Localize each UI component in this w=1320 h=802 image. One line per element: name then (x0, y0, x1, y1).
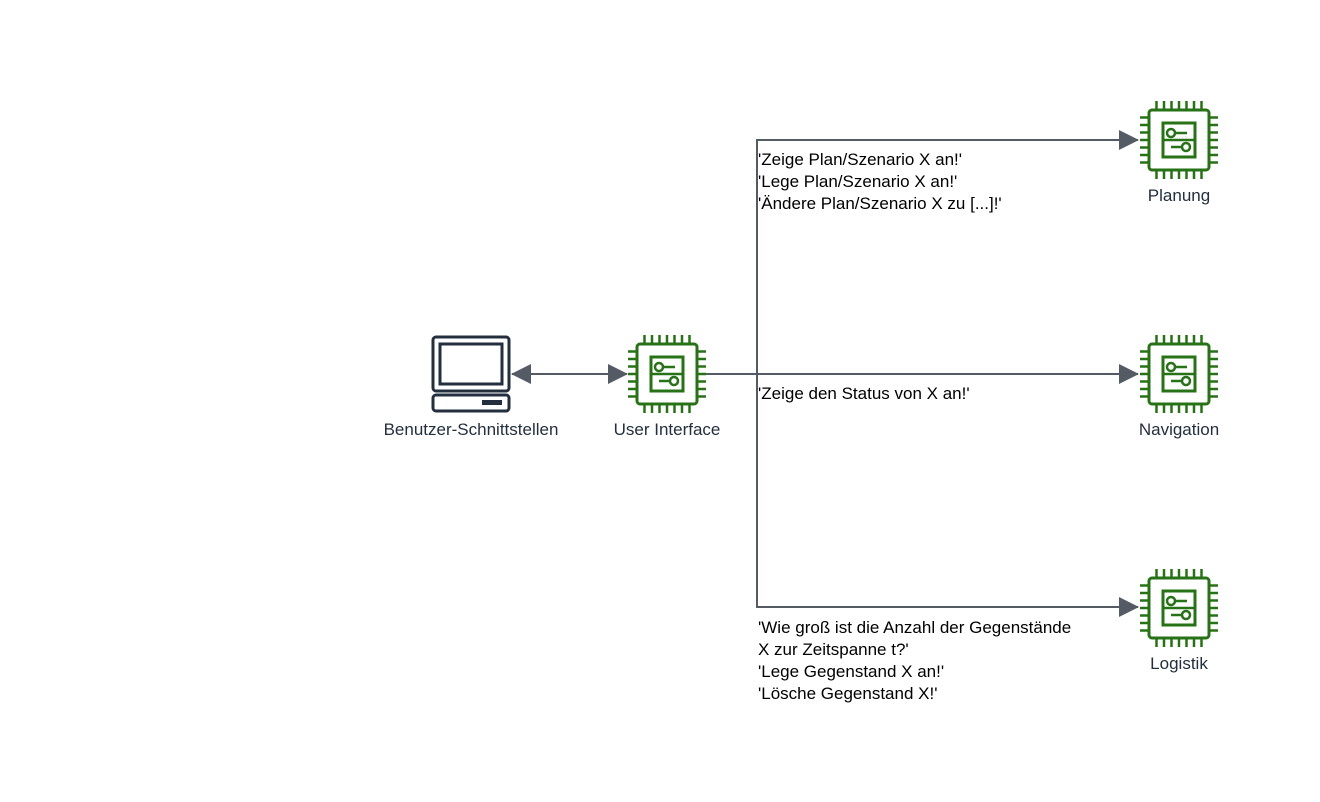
desktop-computer-icon (431, 335, 511, 413)
edge-label-line: 'Zeige den Status von X an!' (758, 384, 970, 403)
processor-chip-icon (1140, 335, 1218, 413)
node-label-navigation: Navigation (1138, 420, 1220, 439)
node-label-planung: Planung (1147, 186, 1211, 205)
processor-chip-icon (628, 335, 706, 413)
edge-label-line: 'Wie groß ist die Anzahl der Gegenstände (758, 618, 1072, 637)
edge-label-navigation: 'Zeige den Status von X an!' (758, 383, 970, 405)
processor-chip-icon (1140, 569, 1218, 647)
edge-label-logistik: 'Wie groß ist die Anzahl der Gegenstände… (758, 617, 1072, 705)
edge-label-line: 'Lege Plan/Szenario X an!' (758, 172, 958, 191)
edge-ui-logistik (756, 374, 1139, 617)
edge-label-planung: 'Zeige Plan/Szenario X an!' 'Lege Plan/S… (758, 149, 1002, 215)
edge-label-line: 'Zeige Plan/Szenario X an!' (758, 150, 962, 169)
node-label-user-interface: User Interface (613, 420, 721, 439)
edge-label-line: 'Lege Gegenstand X an!' (758, 662, 945, 681)
processor-chip-icon (1140, 101, 1218, 179)
edge-label-line: 'Ändere Plan/Szenario X zu [...]!' (758, 194, 1002, 213)
edge-label-line: X zur Zeitspanne t?' (758, 640, 909, 659)
node-label-logistik: Logistik (1150, 654, 1208, 673)
edge-label-line: 'Lösche Gegenstand X!' (758, 684, 938, 703)
node-label-benutzer-schnittstellen: Benutzer-Schnittstellen (383, 420, 559, 439)
